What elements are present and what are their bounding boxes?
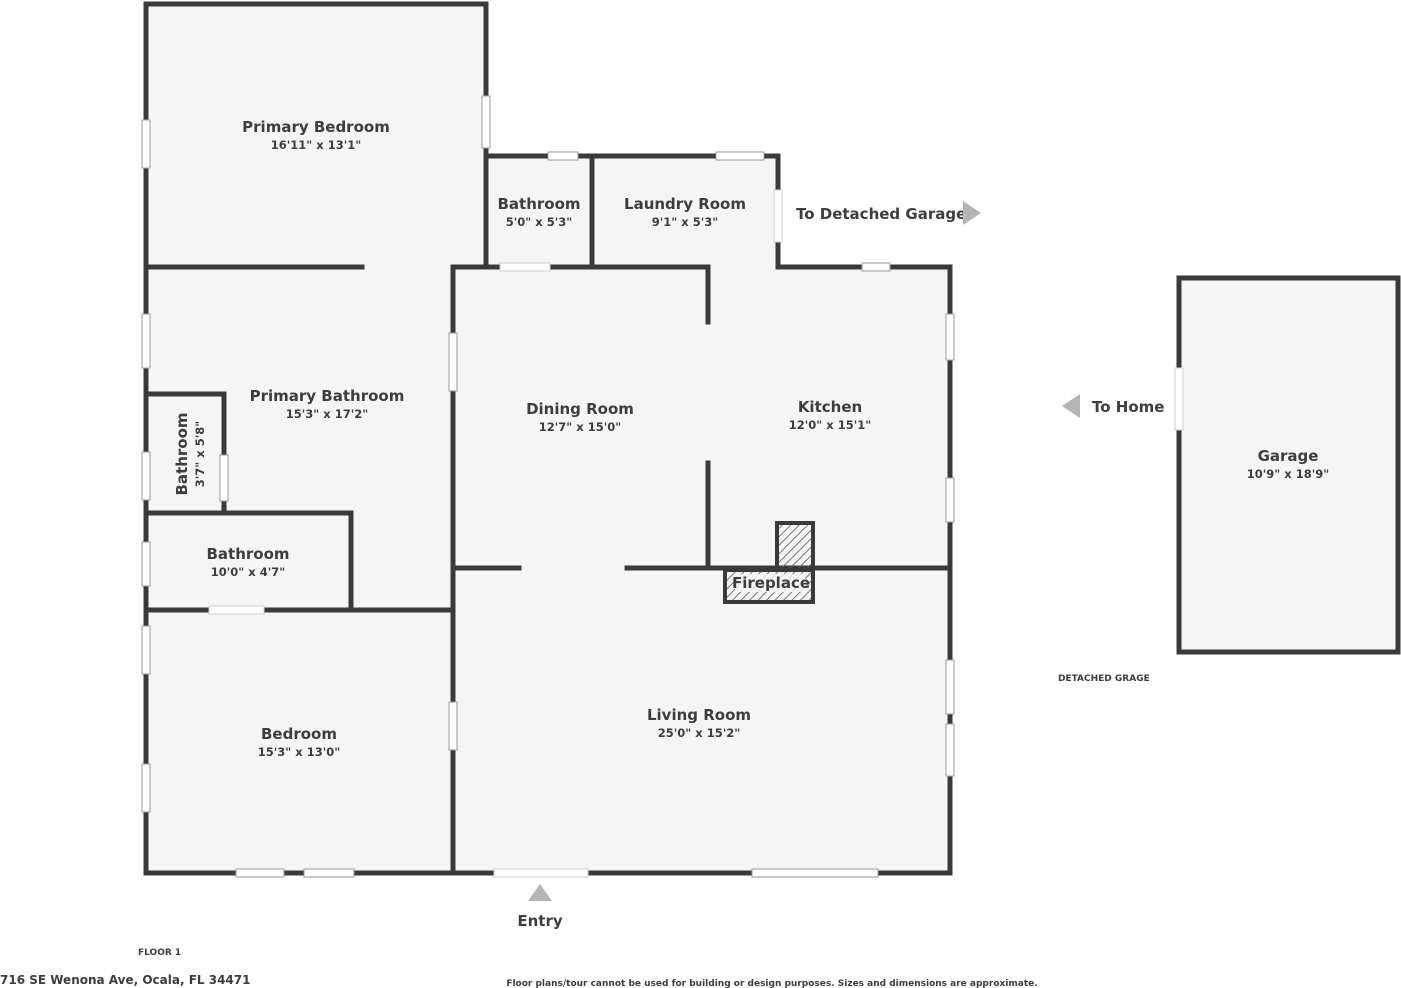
disclaimer: Floor plans/tour cannot be used for buil…	[506, 979, 1037, 988]
bathroom-mid-name: Bathroom	[206, 545, 289, 563]
living-room-dim: 25'0" x 15'2"	[658, 726, 740, 740]
fireplace: Fireplace	[723, 521, 815, 604]
windows	[141, 95, 955, 878]
garage-name: Garage	[1258, 447, 1319, 465]
floor-caption: FLOOR 1	[138, 948, 181, 958]
living-room-name: Living Room	[647, 706, 751, 724]
primary-bathroom-name: Primary Bathroom	[250, 387, 405, 405]
direction-labels: To Detached Garage To Home Entry	[517, 201, 1164, 930]
dining-room-dim: 12'7" x 15'0"	[539, 420, 621, 434]
laundry-room-name: Laundry Room	[624, 195, 746, 213]
room-labels: Primary Bedroom 16'11" x 13'1" Bathroom …	[173, 118, 1329, 759]
arrow-right-icon	[963, 201, 981, 225]
primary-bathroom-dim: 15'3" x 17'2"	[286, 407, 368, 421]
bathroom-top-name: Bathroom	[497, 195, 580, 213]
laundry-room-dim: 9'1" x 5'3"	[652, 215, 718, 229]
dining-room-name: Dining Room	[526, 400, 634, 418]
arrow-up-icon	[528, 884, 552, 901]
bathroom-mid-dim: 10'0" x 4'7"	[211, 565, 285, 579]
to-detached-garage-label: To Detached Garage	[796, 205, 966, 223]
bedroom-name: Bedroom	[261, 725, 337, 743]
door-openings	[208, 189, 1184, 878]
floor-fill	[146, 4, 1398, 873]
bathroom-top-dim: 5'0" x 5'3"	[506, 215, 572, 229]
garage-dim: 10'9" x 18'9"	[1247, 467, 1329, 481]
kitchen-name: Kitchen	[798, 398, 862, 416]
captions: DETACHED GRAGE FLOOR 1 716 SE Wenona Ave…	[0, 674, 1150, 988]
address: 716 SE Wenona Ave, Ocala, FL 34471	[0, 973, 250, 987]
arrow-left-icon	[1062, 394, 1080, 418]
to-home-label: To Home	[1092, 398, 1164, 416]
detached-garage-caption: DETACHED GRAGE	[1058, 674, 1150, 684]
primary-bedroom-dim: 16'11" x 13'1"	[271, 138, 361, 152]
bedroom-dim: 15'3" x 13'0"	[258, 745, 340, 759]
entry-label: Entry	[517, 912, 562, 930]
bathroom-small-name: Bathroom	[173, 412, 191, 495]
fireplace-label: Fireplace	[732, 574, 810, 592]
primary-bedroom-name: Primary Bedroom	[242, 118, 390, 136]
bathroom-small-dim: 3'7" x 5'8"	[193, 421, 207, 487]
kitchen-dim: 12'0" x 15'1"	[789, 418, 871, 432]
